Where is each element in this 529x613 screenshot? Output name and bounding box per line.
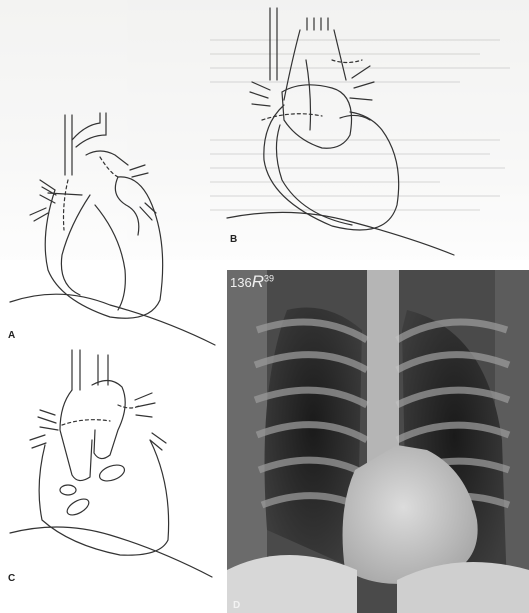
chest-xray: 136R39 xyxy=(227,270,529,613)
xray-marker-side: R xyxy=(252,272,264,291)
xray-id-marker: 136R39 xyxy=(230,272,274,292)
xray-marker-number: 136 xyxy=(230,275,252,290)
chest-xray-image xyxy=(227,270,529,613)
xray-marker-superscript: 39 xyxy=(264,274,274,284)
panel-label-a: A xyxy=(8,330,15,341)
heart-drawing-b xyxy=(222,0,457,260)
heart-drawing-c xyxy=(0,345,225,605)
panel-label-b: B xyxy=(230,234,237,245)
panel-label-c: C xyxy=(8,573,15,584)
panel-label-d: D xyxy=(233,600,240,611)
heart-drawing-a xyxy=(0,95,225,355)
